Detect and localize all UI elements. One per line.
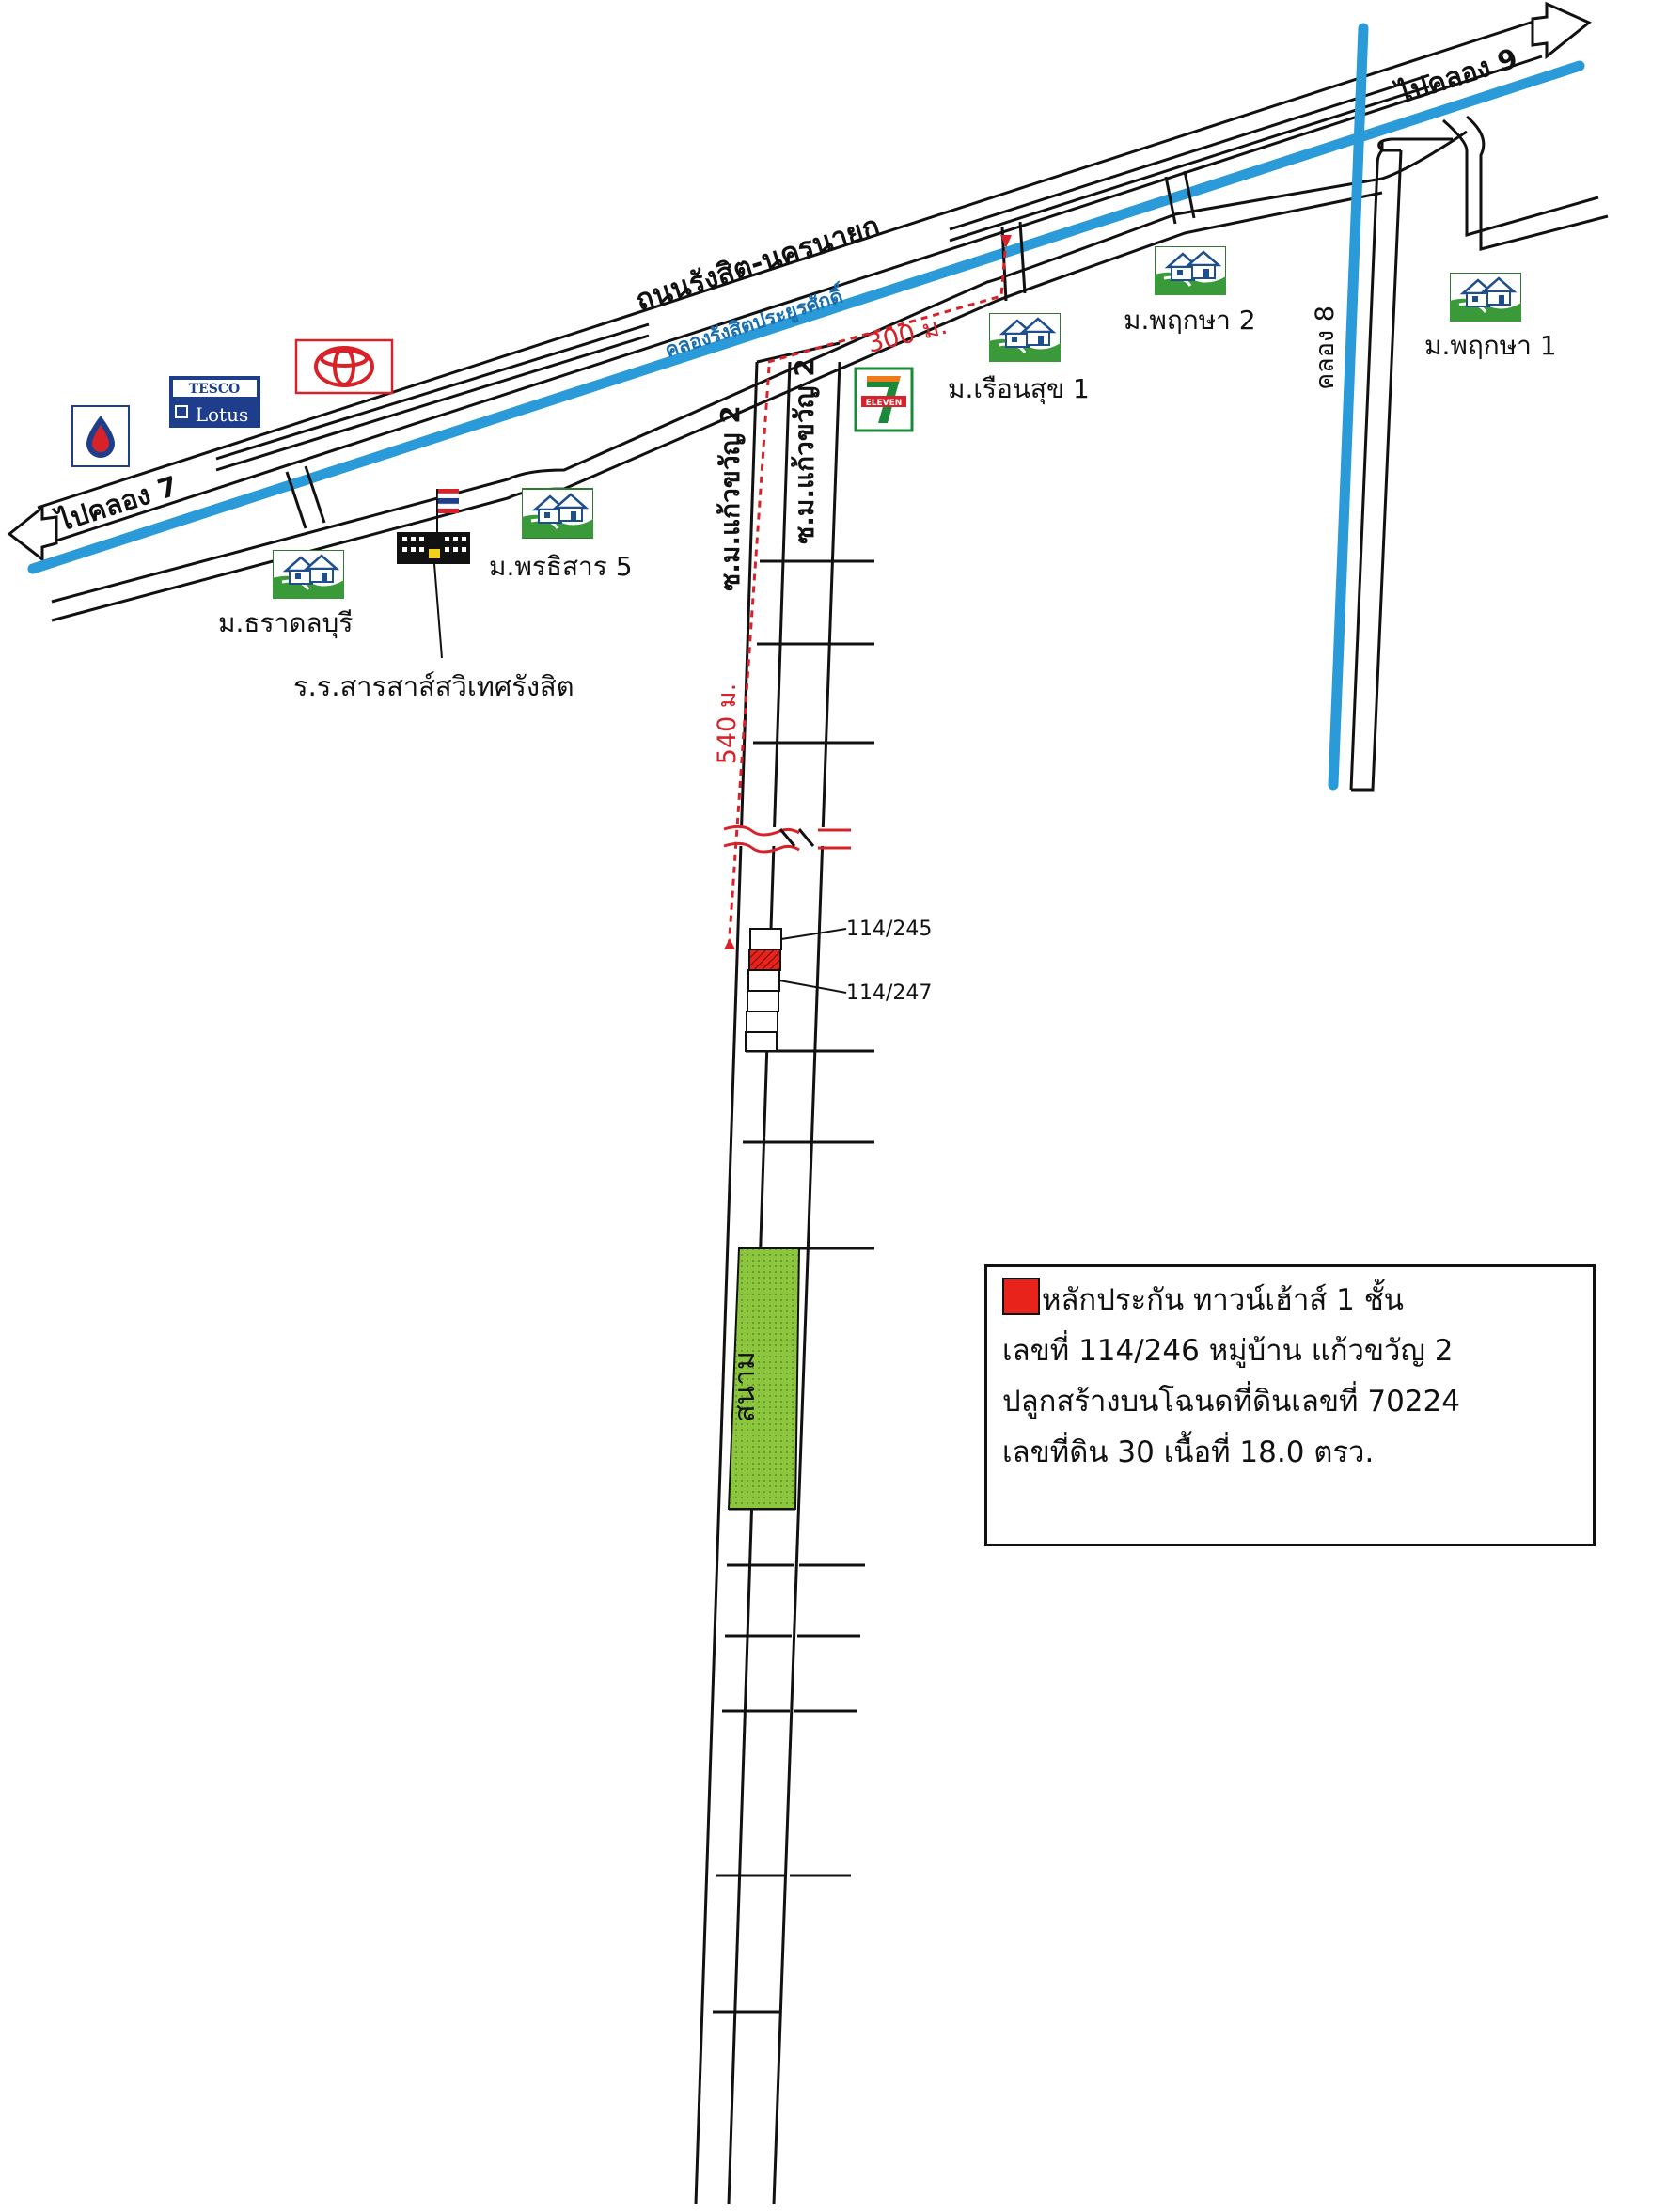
road-break — [722, 824, 851, 854]
soi-branches — [790, 559, 874, 1877]
to-klong-9-label: ไปคลอง 9 — [1391, 42, 1521, 111]
legend-line-2: เลขที่ 114/246 หมู่บ้าน แก้วขวัญ 2 — [1002, 1334, 1454, 1368]
lotus-text: Lotus — [196, 403, 249, 426]
plot-label-114-247: 114/247 — [846, 981, 932, 1005]
field — [727, 1247, 801, 1510]
village-ruensuk1-label: ม.เรือนสุข 1 — [948, 373, 1090, 405]
seven-eleven-text: ELEVEN — [866, 399, 903, 408]
canal-8-label: คลอง 8 — [1311, 306, 1340, 390]
tesco-lotus-logo-icon: TESCO Lotus — [169, 376, 260, 428]
legend-line-4: เลขที่ดิน 30 เนื้อที่ 18.0 ตรว. — [1002, 1435, 1375, 1469]
school-label: ร.ร.สารสาส์สวิเทศรังสิต — [293, 670, 574, 702]
canal-8-road — [1349, 137, 1453, 792]
arrow-east-icon — [1531, 1, 1592, 60]
school-leader — [433, 563, 443, 659]
main-road — [37, 17, 1543, 547]
school-icon — [397, 489, 470, 564]
toyota-logo-icon — [294, 338, 394, 395]
village-pornsirsan5-icon — [522, 487, 593, 540]
legend-box: หลักประกัน ทาวน์เฮ้าส์ 1 ชั้น เลขที่ 114… — [984, 1264, 1596, 1546]
distance-540: 540 ม. — [713, 683, 742, 765]
legend-line-3: ปลูกสร้างบนโฉนดที่ดินเลขที่ 70224 — [1002, 1385, 1460, 1419]
field-label: สนาม — [729, 1351, 762, 1421]
village-pornsirsan5-label: ม.พรธิสาร 5 — [489, 551, 633, 582]
canal-8 — [1328, 23, 1369, 791]
legend-row-1: หลักประกัน ทาวน์เฮ้าส์ 1 ชั้น — [1002, 1277, 1578, 1324]
soi-label-east: ซ.ม.แก้วขวัญ 2 — [789, 358, 820, 543]
connector-roads — [285, 115, 1609, 529]
village-pruksa1-icon — [1450, 273, 1521, 322]
townhouse-plots — [745, 928, 782, 1052]
arrow-west-icon — [7, 504, 58, 563]
legend-line-1: หลักประกัน ทาวน์เฮ้าส์ 1 ชั้น — [1042, 1283, 1404, 1317]
village-pruksa1-label: ม.พฤกษา 1 — [1424, 330, 1557, 361]
canal-side-road — [51, 130, 1468, 622]
village-taradlburi-icon — [273, 550, 344, 599]
block-dividers — [713, 559, 834, 2014]
seven-eleven-logo-icon: ELEVEN — [854, 367, 914, 432]
plot-label-114-245: 114/245 — [846, 918, 932, 941]
tesco-text: TESCO — [189, 382, 241, 397]
village-ruensuk1-icon — [989, 313, 1061, 362]
village-taradlburi-label: ม.ธราดลบุรี — [218, 607, 353, 639]
distance-ticks — [724, 235, 1012, 949]
collateral-marker-icon — [1002, 1278, 1040, 1315]
ptt-logo-icon — [71, 405, 130, 467]
plot-leaders — [778, 928, 847, 994]
village-pruksa2-label: ม.พฤกษา 2 — [1124, 305, 1256, 336]
road-median — [215, 73, 1430, 472]
village-pruksa2-icon — [1155, 246, 1226, 295]
soi-label-west: ซ.ม.แก้วขวัญ 2 — [715, 405, 746, 590]
